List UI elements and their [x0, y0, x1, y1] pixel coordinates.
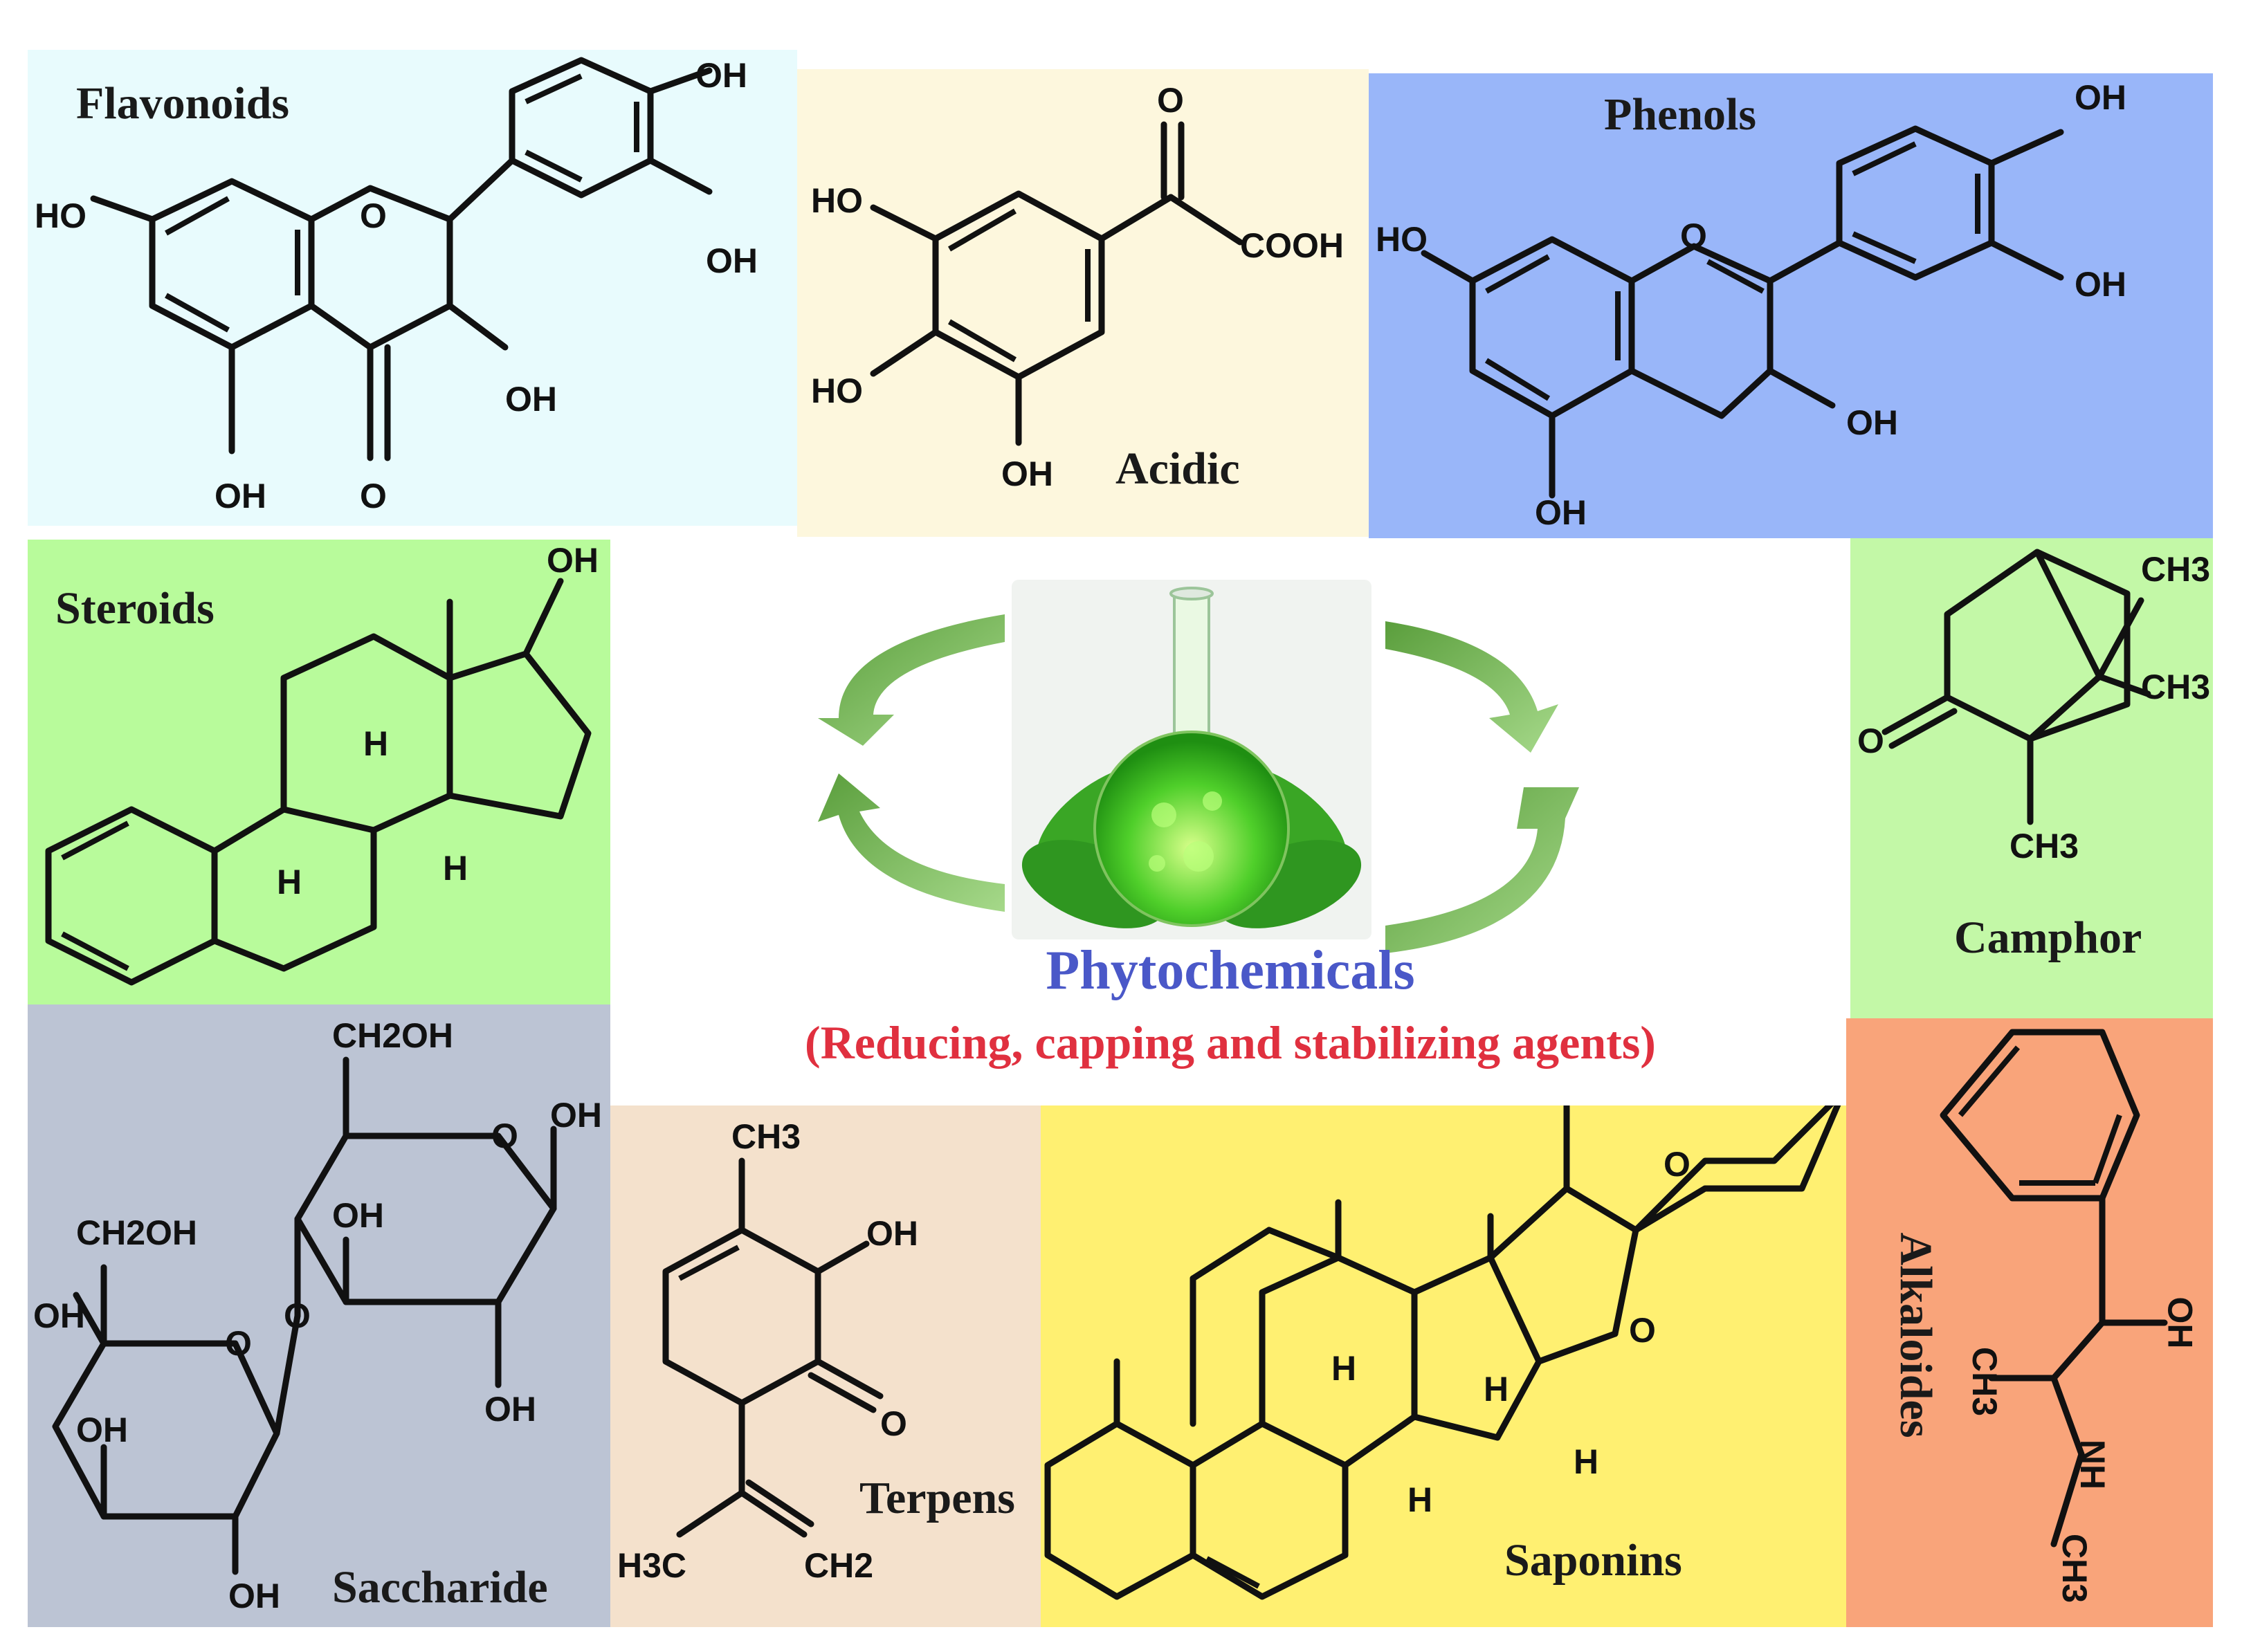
- saccharide-oh-f: OH: [228, 1577, 280, 1615]
- saccharide-o-ring-top: O: [491, 1117, 518, 1155]
- phenols-oh-right: OH: [2075, 265, 2126, 304]
- phenols-oh-bottom: OH: [1535, 493, 1587, 532]
- saccharide-oh-e: OH: [484, 1390, 536, 1429]
- camphor-ch3-b: CH3: [2141, 668, 2211, 706]
- saccharide-title: Saccharide: [332, 1562, 548, 1613]
- saccharide-ch2oh-left: CH2OH: [76, 1213, 198, 1252]
- saponins-h-b: H: [1484, 1370, 1509, 1408]
- saccharide-oh-d: OH: [76, 1411, 128, 1449]
- phenols-ho-left: HO: [1376, 220, 1428, 259]
- phenols-panel: Phenols OH HO O OH OH OH: [1369, 73, 2213, 538]
- phenols-o-ring: O: [1680, 217, 1707, 255]
- alkaloides-ch3-a: CH3: [1965, 1346, 2005, 1417]
- alkaloides-nh: NH: [2073, 1439, 2113, 1490]
- acidic-ho-mid: HO: [811, 371, 863, 410]
- saccharide-oh-a: OH: [550, 1096, 602, 1135]
- steroids-h-right: H: [443, 849, 468, 888]
- flavonoids-oh-mid: OH: [505, 380, 557, 419]
- camphor-ch3-a: CH3: [2141, 550, 2211, 589]
- flavonoids-oh-right: OH: [706, 241, 758, 280]
- alkaloides-title: Alkaloides: [1890, 1232, 1941, 1438]
- terpens-structure: [662, 1157, 884, 1538]
- camphor-structure: [1881, 549, 2151, 825]
- saccharide-o-ring-left: O: [225, 1324, 252, 1363]
- saccharide-oh-b: OH: [332, 1196, 384, 1235]
- flavonoids-oh-top: OH: [695, 56, 747, 95]
- acidic-o-top: O: [1157, 81, 1184, 120]
- flavonoids-ho-left: HO: [35, 196, 86, 235]
- terpens-h3c: H3C: [617, 1546, 687, 1585]
- steroids-h-top: H: [363, 724, 389, 763]
- alkaloides-oh: OH: [2160, 1296, 2200, 1349]
- camphor-panel: CH3 CH3 O CH3 Camphor: [1850, 538, 2213, 1018]
- terpens-ch2: CH2: [804, 1546, 874, 1585]
- flavonoids-title: Flavonoids: [76, 78, 290, 129]
- saponins-h-c: H: [1407, 1480, 1433, 1519]
- saponins-structure: [1044, 1105, 1841, 1600]
- acidic-panel: O HO COOH HO OH Acidic: [797, 69, 1369, 537]
- camphor-title: Camphor: [1954, 912, 2142, 963]
- phenols-structure: [1421, 125, 2064, 499]
- phytochemicals-center: Phytochemicals (Reducing, capping and st…: [610, 538, 1850, 1105]
- acidic-title: Acidic: [1115, 443, 1240, 494]
- camphor-o: O: [1857, 722, 1884, 760]
- phenols-oh-top: OH: [2075, 78, 2126, 117]
- acidic-ho-top: HO: [811, 181, 863, 220]
- steroids-panel: Steroids OH H H H: [28, 540, 610, 1004]
- flavonoids-o-ring: O: [360, 196, 387, 235]
- center-title: Phytochemicals: [1046, 940, 1415, 1001]
- flavonoids-oh-bottom: OH: [215, 477, 266, 515]
- phenols-title: Phenols: [1604, 89, 1757, 140]
- acidic-oh-bottom: OH: [1001, 455, 1053, 493]
- steroids-title: Steroids: [55, 583, 215, 634]
- saponins-h-a: H: [1331, 1349, 1357, 1388]
- saponins-panel: O O H H H H Saponins: [1041, 1105, 1846, 1627]
- steroids-structure: [45, 578, 592, 986]
- saponins-h-d: H: [1574, 1442, 1599, 1481]
- saccharide-structure: [52, 1056, 557, 1575]
- steroids-oh: OH: [547, 541, 599, 580]
- saccharide-oh-c: OH: [33, 1296, 85, 1335]
- terpens-panel: CH3 OH O H3C CH2 Terpens: [610, 1105, 1041, 1627]
- acidic-structure: [870, 121, 1243, 446]
- phenols-oh-mid: OH: [1846, 403, 1898, 442]
- camphor-ch3-c: CH3: [2009, 827, 2079, 865]
- alkaloides-structure: [1940, 1029, 2168, 1548]
- cycle-arrows-graphic: [818, 580, 1579, 953]
- flavonoids-structure: [90, 57, 713, 461]
- saponins-title: Saponins: [1504, 1535, 1682, 1586]
- saccharide-o-link: O: [284, 1296, 311, 1335]
- terpens-title: Terpens: [859, 1473, 1015, 1523]
- alkaloides-panel: Alkaloides OH CH3 NH CH3: [1846, 1018, 2213, 1627]
- flavonoids-panel: Flavonoids OH HO OH O OH OH O: [28, 50, 797, 526]
- saponins-o-top: O: [1664, 1145, 1690, 1184]
- steroids-h-left: H: [277, 863, 302, 901]
- saccharide-ch2oh-top: CH2OH: [332, 1016, 454, 1055]
- saccharide-panel: CH2OH O OH OH CH2OH OH O O OH OH OH Sacc…: [28, 1004, 610, 1627]
- acidic-cooh: COOH: [1240, 226, 1344, 265]
- center-subtitle: (Reducing, capping and stabilizing agent…: [805, 1016, 1656, 1069]
- terpens-o: O: [880, 1404, 907, 1443]
- terpens-ch3: CH3: [731, 1117, 801, 1156]
- saponins-o-mid: O: [1629, 1311, 1656, 1350]
- flavonoids-o-keto: O: [360, 477, 387, 515]
- terpens-oh: OH: [866, 1214, 918, 1253]
- alkaloides-ch3-b: CH3: [2055, 1533, 2095, 1604]
